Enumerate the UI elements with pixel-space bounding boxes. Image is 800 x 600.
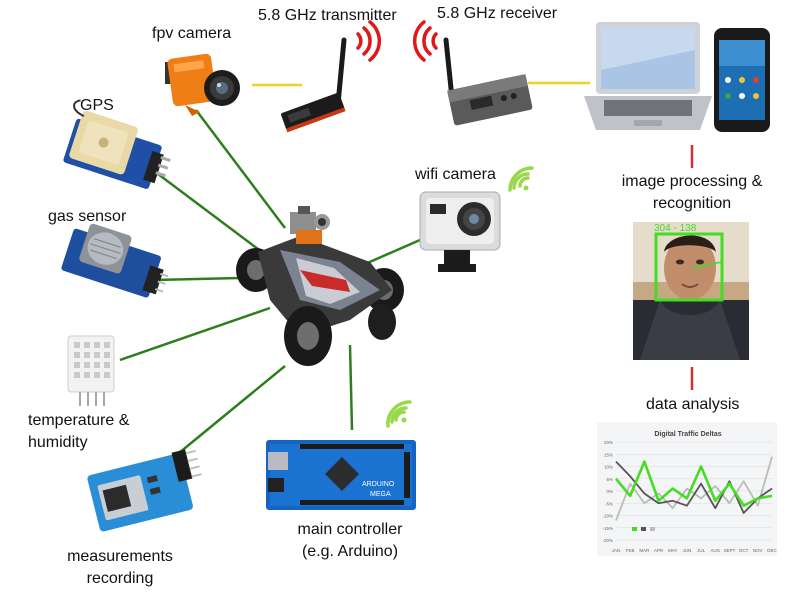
chart-x-tick-label: SEPT — [724, 548, 736, 553]
label-receiver: 5.8 GHz receiver — [437, 5, 558, 22]
chart-grid — [616, 441, 772, 541]
chart-y-tick-label: 0% — [606, 489, 613, 494]
label-image-processing-line1: image processing & — [621, 173, 763, 190]
label-image-processing-line2: recognition — [652, 195, 732, 212]
link-temperature — [119, 306, 271, 362]
label-data-analysis: data analysis — [646, 396, 740, 413]
label-temperature-line1: temperature & — [28, 412, 130, 429]
chart-series-line — [615, 460, 773, 514]
chart-x-tick-label: APR — [654, 548, 664, 553]
label-recording-line1: measurements — [67, 548, 173, 565]
link-wifi-camera — [364, 238, 421, 266]
chart-legend-swatch — [641, 527, 646, 531]
chart-y-tick-label: 15% — [604, 452, 613, 457]
label-gas-sensor: gas sensor — [48, 208, 127, 225]
chart-y-tick-label: -15% — [602, 526, 613, 531]
label-wifi-camera: wifi camera — [415, 166, 496, 183]
link-gas-sensor — [153, 276, 241, 282]
wifi-signal-controller-icon — [386, 400, 412, 428]
chart-y-tick-label: 20% — [604, 440, 613, 445]
chart-legend-swatch — [632, 527, 637, 531]
chart-x-tick-label: AUG — [710, 548, 720, 553]
label-gps: GPS — [80, 97, 114, 114]
chart-series-line — [614, 460, 773, 508]
chart-x-tick-label: NOV — [753, 548, 763, 553]
chart-series — [614, 456, 773, 531]
chart-x-tick-label: FEB — [626, 548, 635, 553]
label-controller-line2: (e.g. Arduino) — [301, 543, 399, 560]
arduino-board-text: ARDUINO — [362, 481, 395, 488]
label-measurements-recording: measurements recording — [40, 546, 200, 590]
rc-car-icon — [236, 206, 404, 366]
chart-x-tick-label: JUN — [683, 548, 692, 553]
link-fpv-camera — [195, 109, 286, 229]
face-photo: 304 - 138 — [633, 222, 749, 360]
chart-x-tick-label: JAN — [612, 548, 621, 553]
receiver-icon — [443, 37, 533, 126]
chart-y-tick-label: 5% — [606, 477, 613, 482]
chart-x-tick-label: MAY — [668, 548, 677, 553]
chart-x-tick-label: MAR — [639, 548, 650, 553]
smartphone-icon — [714, 28, 770, 132]
transmitter-icon — [281, 37, 347, 133]
signal-waves-red-icon — [412, 20, 438, 62]
chart-legend-swatch — [650, 527, 655, 531]
face-box-numbers: 304 - 138 — [654, 223, 697, 234]
label-temperature-line2: humidity — [28, 434, 88, 451]
label-main-controller: main controller (e.g. Arduino) — [270, 519, 430, 563]
action-camera-icon — [419, 191, 501, 272]
temperature-humidity-sensor-icon — [67, 335, 115, 406]
label-recording-line2: recording — [86, 570, 154, 587]
chart-y-tick-label: -5% — [605, 501, 613, 506]
label-transmitter: 5.8 GHz transmitter — [258, 7, 397, 24]
chart-x-tick-label: OCT — [739, 548, 749, 553]
chart-title: Digital Traffic Deltas — [654, 431, 721, 438]
link-recording — [167, 365, 286, 463]
gps-module-icon — [63, 99, 171, 189]
fpv-camera-icon — [165, 53, 240, 116]
mega-board-text: MEGA — [370, 491, 391, 498]
laptop-icon — [584, 22, 712, 130]
chart-y-tick-label: -20% — [602, 538, 613, 543]
chart-x-tick-label: DEC — [767, 548, 777, 553]
label-controller-line1: main controller — [297, 521, 403, 538]
chart-y-ticks: 20% 15% 10% 5% 0% -5% -10% -15% -20% — [602, 440, 613, 543]
label-temperature-humidity: temperature & humidity — [28, 410, 129, 454]
sd-card-module-icon — [87, 449, 202, 532]
signal-waves-red-icon — [356, 20, 382, 62]
link-gps — [149, 167, 263, 253]
chart-y-tick-label: 10% — [604, 465, 613, 470]
label-fpv-camera: fpv camera — [152, 25, 232, 42]
arduino-mega-icon: ARDUINO MEGA — [266, 440, 416, 510]
wifi-signal-camera-icon — [508, 166, 534, 192]
link-controller — [348, 344, 354, 431]
gas-sensor-icon — [61, 223, 169, 298]
chart-y-tick-label: -10% — [602, 514, 613, 519]
chart-x-tick-label: JUL — [697, 548, 705, 553]
label-image-processing: image processing & recognition — [612, 171, 772, 215]
